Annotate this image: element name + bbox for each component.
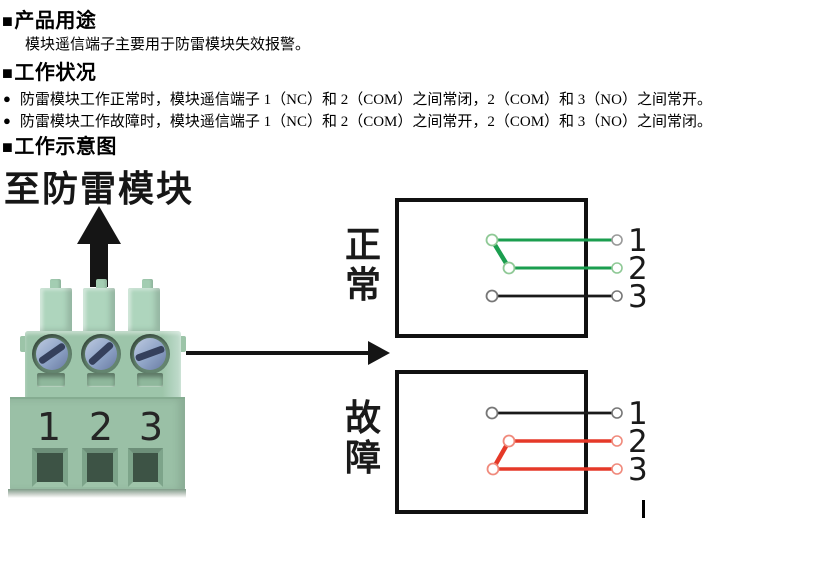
section-title-text: 工作状况	[14, 62, 97, 84]
contact-circle	[502, 434, 516, 448]
wire-opening	[32, 448, 68, 487]
terminal-number: 1	[628, 396, 648, 432]
up-arrow-icon	[77, 206, 121, 244]
normal-state-diagram: 1 2 3	[395, 198, 648, 338]
section-marker-icon: ■	[2, 137, 14, 157]
to-module-label: 至防雷模块	[4, 169, 195, 210]
fault-state-label: 故障	[344, 398, 381, 479]
screw-hole	[32, 334, 72, 374]
screw-hole	[130, 334, 170, 374]
terminal-circle	[611, 290, 623, 302]
terminal-tower	[40, 288, 72, 333]
bullet-text: 防雷模块工作故障时，模块遥信端子 1（NC）和 2（COM）之间常开，2（COM…	[19, 114, 712, 130]
bullet-text: 防雷模块工作正常时，模块遥信端子 1（NC）和 2（COM）之间常闭，2（COM…	[19, 92, 712, 108]
terminal-circle	[611, 463, 623, 475]
terminal-circle	[611, 234, 623, 246]
terminal-tower	[128, 288, 160, 333]
contact-circle	[485, 289, 499, 303]
terminal-number: 2	[628, 424, 648, 460]
terminal-block-photo: 1 2 3	[8, 277, 188, 499]
section-title-status: ■工作状况	[2, 56, 96, 85]
contact-circle	[485, 233, 499, 247]
screw-hole	[81, 334, 121, 374]
right-arrow-shaft	[186, 351, 370, 355]
status-bullet-fault: ● 防雷模块工作故障时，模块遥信端子 1（NC）和 2（COM）之间常开，2（CO…	[3, 110, 712, 131]
contact-circle	[486, 462, 500, 476]
usage-body-text: 模块遥信端子主要用于防雷模块失效报警。	[25, 37, 311, 53]
fault-state-diagram: 1 2 3	[395, 370, 648, 514]
section-marker-icon: ■	[2, 11, 14, 31]
clamp-recess	[37, 373, 65, 387]
screw-slot	[87, 340, 115, 367]
terminal-circle	[611, 262, 623, 274]
block-shadow	[8, 489, 186, 498]
wire-opening	[82, 448, 118, 487]
section-marker-icon: ■	[2, 63, 14, 83]
right-arrow-icon	[368, 341, 390, 365]
terminal-circle	[611, 407, 623, 419]
block-terminal-number: 2	[88, 405, 114, 449]
contact-circle	[485, 406, 499, 420]
block-terminal-number: 1	[36, 405, 62, 449]
terminal-number: 3	[628, 279, 648, 315]
section-title-text: 工作示意图	[14, 136, 117, 158]
bullet-icon: ●	[3, 91, 11, 106]
section-title-text: 产品用途	[14, 10, 97, 32]
status-bullet-normal: ● 防雷模块工作正常时，模块遥信端子 1（NC）和 2（COM）之间常闭，2（CO…	[3, 88, 712, 109]
screw-icon	[85, 338, 117, 370]
screw-icon	[36, 338, 68, 370]
screw-slot	[134, 345, 166, 362]
wire-opening	[128, 448, 163, 487]
terminal-number: 3	[628, 452, 648, 488]
clamp-recess	[87, 373, 115, 387]
normal-state-label: 正常	[344, 225, 381, 306]
block-side-tab	[177, 336, 186, 352]
terminal-tower	[83, 288, 115, 333]
screw-icon	[134, 338, 166, 370]
text-cursor	[642, 500, 645, 518]
section-title-usage: ■产品用途	[2, 4, 96, 33]
block-side-tab	[20, 336, 29, 352]
terminal-pin	[96, 279, 107, 293]
terminal-circle	[611, 435, 623, 447]
up-arrow-shaft	[90, 242, 108, 287]
terminal-number: 2	[628, 251, 648, 287]
terminal-number: 1	[628, 223, 648, 259]
bullet-icon: ●	[3, 113, 11, 128]
clamp-recess	[137, 373, 163, 387]
terminal-pin	[50, 279, 61, 293]
block-terminal-number: 3	[138, 405, 164, 449]
section-title-diagram: ■工作示意图	[2, 130, 117, 159]
screw-slot	[37, 342, 67, 365]
contact-circle	[502, 261, 516, 275]
terminal-pin	[142, 279, 153, 293]
